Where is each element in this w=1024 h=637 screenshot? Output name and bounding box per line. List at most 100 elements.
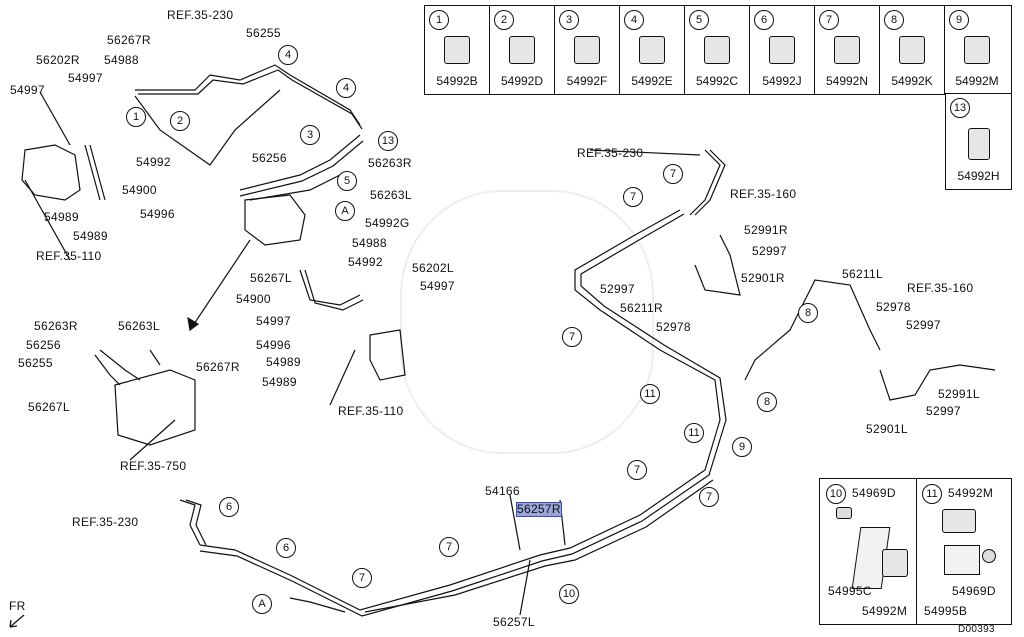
label-52997-a: 52997 xyxy=(752,244,787,258)
label-56263R-b: 56263R xyxy=(34,319,78,333)
legend-part-9: 54992M xyxy=(955,74,999,88)
detail-10-num[interactable]: 10 xyxy=(826,484,846,504)
callout-8b[interactable]: 8 xyxy=(757,392,777,412)
callout-8a[interactable]: 8 xyxy=(798,303,818,323)
label-ref-35750: REF.35-750 xyxy=(120,459,187,473)
callout-7a[interactable]: 7 xyxy=(663,164,683,184)
detail-11-part-mid: 54969D xyxy=(952,584,996,598)
callout-4a[interactable]: 4 xyxy=(278,45,298,65)
callout-4b[interactable]: 4 xyxy=(336,78,356,98)
legend-num-5: 5 xyxy=(689,10,709,30)
callout-9[interactable]: 9 xyxy=(732,437,752,457)
callout-7c[interactable]: 7 xyxy=(562,327,582,347)
label-52997-c: 52997 xyxy=(906,318,941,332)
detail-divider xyxy=(916,479,918,624)
label-ref-35230-r: REF.35-230 xyxy=(577,146,644,160)
label-52978-a: 52978 xyxy=(656,320,691,334)
abs-detail-pipe-1 xyxy=(94,354,121,386)
legend-part-13: 54992H xyxy=(957,169,1000,183)
clip-icon xyxy=(942,509,976,533)
callout-6b[interactable]: 6 xyxy=(276,538,296,558)
label-ref-35160-b: REF.35-160 xyxy=(907,281,974,295)
fr-arrow-icon xyxy=(9,614,25,628)
legend-num-7: 7 xyxy=(819,10,839,30)
caliper-middle-outline xyxy=(369,329,406,381)
callout-2[interactable]: 2 xyxy=(170,111,190,131)
label-52991R: 52991R xyxy=(744,223,788,237)
callout-11b[interactable]: 11 xyxy=(684,423,704,443)
abs-unit-top xyxy=(244,194,306,246)
label-54997-a: 54997 xyxy=(68,71,103,85)
brake-line-mid-1 xyxy=(239,134,361,191)
legend-num-2: 2 xyxy=(494,10,514,30)
abs-detail-pipe-2 xyxy=(99,349,141,381)
rear-hose-left xyxy=(879,364,996,401)
line-to-A xyxy=(289,597,346,613)
callout-7e[interactable]: 7 xyxy=(699,487,719,507)
legend-cell-9[interactable]: 9 54992M xyxy=(945,6,1009,94)
label-54997-c: 54997 xyxy=(420,279,455,293)
callout-A-top[interactable]: A xyxy=(335,201,355,221)
legend-cell-8[interactable]: 8 54992K xyxy=(880,6,945,94)
rear-hose-right xyxy=(694,234,741,296)
label-ref-35110-b: REF.35-110 xyxy=(338,404,404,418)
callout-3[interactable]: 3 xyxy=(300,125,320,145)
rear-left-pipe xyxy=(179,499,201,546)
callout-11a[interactable]: 11 xyxy=(640,384,660,404)
main-line-1 xyxy=(199,209,721,611)
callout-7b[interactable]: 7 xyxy=(623,187,643,207)
detail-11-part-bottom: 54995B xyxy=(924,604,968,618)
label-52997-b: 52997 xyxy=(600,282,635,296)
legend-cell-2[interactable]: 2 54992D xyxy=(490,6,555,94)
caliper-left-outline xyxy=(21,144,81,201)
label-fr: FR xyxy=(9,599,26,613)
legend-cell-4[interactable]: 4 54992E xyxy=(620,6,685,94)
label-56211L: 56211L xyxy=(842,267,883,281)
label-54992-a: 54992 xyxy=(136,155,171,169)
callout-1[interactable]: 1 xyxy=(126,107,146,127)
label-54992-b: 54992 xyxy=(348,255,383,269)
label-56267R-b: 56267R xyxy=(196,360,240,374)
label-56267R-a: 56267R xyxy=(107,33,151,47)
legend-num-9: 9 xyxy=(949,10,969,30)
brake-line-top-2 xyxy=(138,69,363,130)
label-54992G: 54992G xyxy=(365,216,410,230)
clip-icon xyxy=(509,36,535,64)
main-line-3 xyxy=(364,479,714,613)
label-56263L-a: 56263L xyxy=(370,188,412,202)
legend-cell-5[interactable]: 5 54992C xyxy=(685,6,750,94)
clip-icon xyxy=(964,36,990,64)
legend-cell-13[interactable]: 13 54992H xyxy=(945,93,1012,190)
detail-11-num[interactable]: 11 xyxy=(922,484,942,504)
callout-A-bottom[interactable]: A xyxy=(252,594,272,614)
label-54989-b: 54989 xyxy=(73,229,108,243)
main-line-2 xyxy=(199,213,727,617)
callout-5[interactable]: 5 xyxy=(337,171,357,191)
callout-13[interactable]: 13 xyxy=(378,131,398,151)
callout-7g[interactable]: 7 xyxy=(352,568,372,588)
callout-6a[interactable]: 6 xyxy=(219,497,239,517)
bracket-icon xyxy=(944,545,980,575)
legend-part-8: 54992K xyxy=(891,74,933,88)
label-54989-d: 54989 xyxy=(262,375,297,389)
clip-icon xyxy=(639,36,665,64)
legend-cell-7[interactable]: 7 54992N xyxy=(815,6,880,94)
detail-10-part-b: 54992M xyxy=(862,604,908,618)
label-54900-b: 54900 xyxy=(236,292,271,306)
leader-56257L xyxy=(519,559,531,616)
callout-7d[interactable]: 7 xyxy=(627,460,647,480)
legend-cell-6[interactable]: 6 54992J xyxy=(750,6,815,94)
legend-num-6: 6 xyxy=(754,10,774,30)
brake-line-top-1 xyxy=(135,64,361,126)
clip-icon xyxy=(574,36,600,64)
label-56257R-highlight[interactable]: 56257R xyxy=(516,502,562,517)
legend-cell-3[interactable]: 3 54992F xyxy=(555,6,620,94)
detail-10-part-a: 54995C xyxy=(828,584,872,598)
label-54988-b: 54988 xyxy=(352,236,387,250)
callout-7f[interactable]: 7 xyxy=(439,537,459,557)
label-54997-b: 54997 xyxy=(10,83,45,97)
legend-cell-1[interactable]: 1 54992B xyxy=(425,6,490,94)
abs-detail-body xyxy=(114,369,196,446)
callout-10[interactable]: 10 xyxy=(559,584,579,604)
